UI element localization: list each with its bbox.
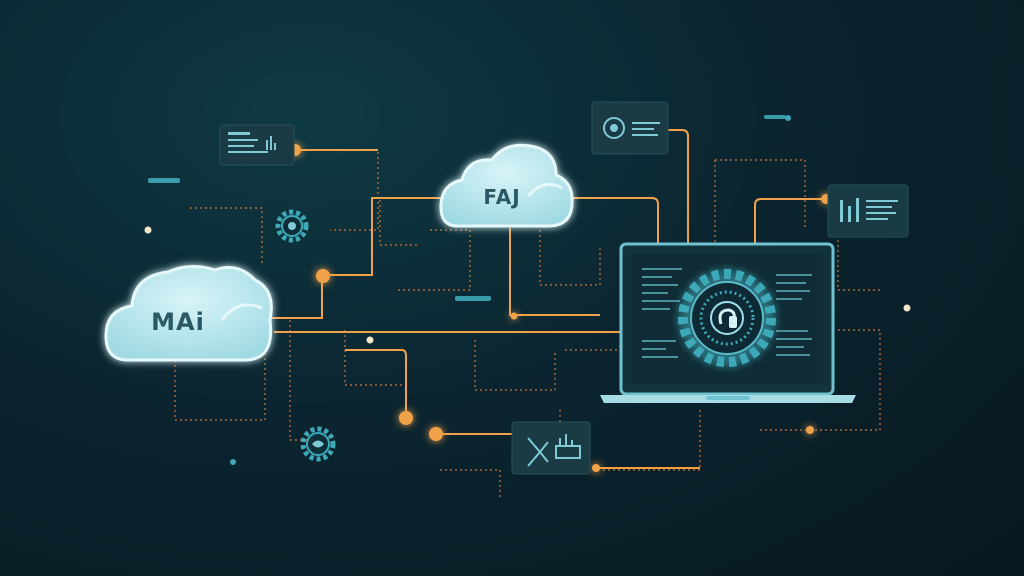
cloud-icon (439, 143, 574, 228)
panel-top-left (219, 124, 295, 166)
panel-top-center (591, 101, 669, 155)
laptop (600, 242, 856, 403)
gear-icon (275, 209, 309, 243)
cloud-left: MAi (104, 265, 273, 362)
solid-wires (270, 129, 826, 469)
cloud-center-label: FAJ (483, 185, 520, 209)
chart-panel-icon (228, 132, 276, 153)
cloud-icon (104, 265, 273, 362)
cloud-center: FAJ (439, 143, 574, 228)
screen-text-lines (642, 268, 812, 358)
gear-icon (300, 426, 336, 462)
gear-icon (678, 269, 776, 367)
chart-panel-icon (527, 434, 581, 467)
light-nodes (144, 226, 911, 344)
panel-right (827, 184, 909, 238)
panel-bottom (511, 421, 591, 475)
cloud-left-label: MAi (151, 308, 205, 336)
chart-panel-icon (840, 198, 898, 222)
gauge-icon (603, 117, 625, 139)
dash-markers (148, 115, 786, 301)
